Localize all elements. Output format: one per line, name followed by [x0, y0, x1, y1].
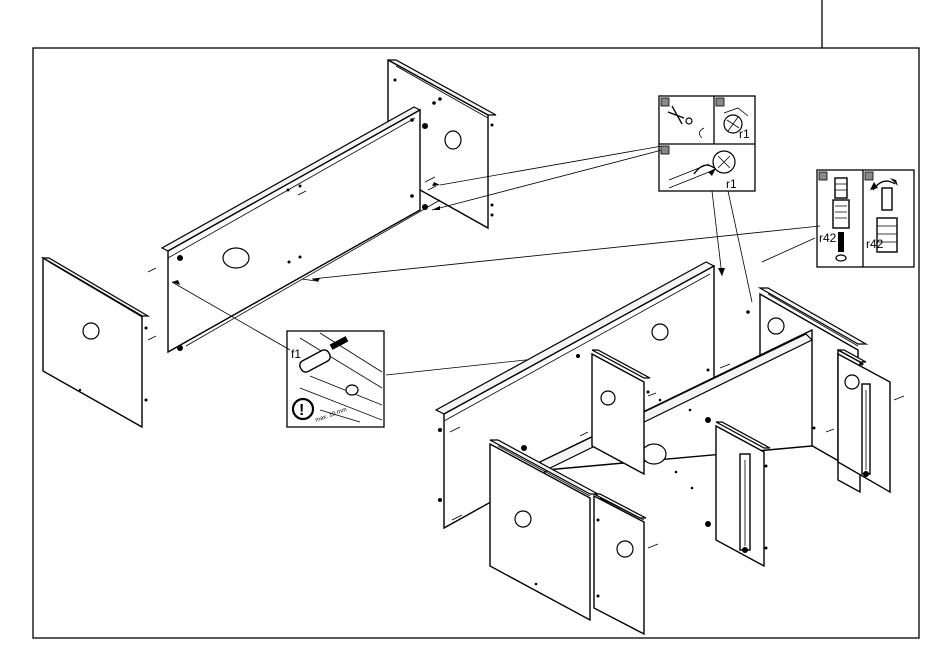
door-right: [838, 350, 904, 492]
callout-leg: r42 r42: [762, 170, 914, 267]
side-panel-left: [43, 258, 148, 427]
cam-top-label: r1: [739, 127, 750, 141]
back-panel: [148, 107, 436, 352]
leg-left-label: r42: [819, 231, 837, 245]
leg-right-label: r42: [866, 237, 884, 251]
cam-bottom-label: r1: [726, 177, 737, 191]
carcass-front-right: [594, 494, 658, 634]
dowel-note: max. 10 mm: [315, 407, 348, 424]
door-inner: [716, 422, 770, 566]
dowel-label: f1: [291, 347, 301, 361]
warning-symbol: !: [299, 402, 304, 419]
